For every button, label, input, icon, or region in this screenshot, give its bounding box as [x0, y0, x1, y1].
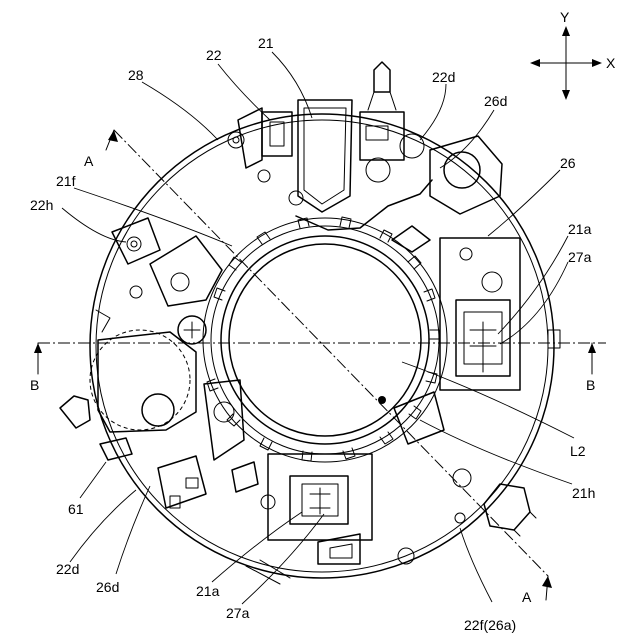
axis-indicator: Y X	[530, 9, 616, 100]
bottom-mechanism	[158, 392, 444, 584]
optical-axis-point	[378, 396, 386, 404]
label-27a-bottom: 27a	[226, 605, 250, 621]
leader-lines	[62, 52, 574, 604]
label-26d-bottom: 26d	[96, 579, 119, 595]
label-22d-bottom: 22d	[56, 561, 79, 577]
label-21f: 21f	[56, 173, 76, 189]
label-61: 61	[68, 501, 84, 517]
section-label-b-right: B	[586, 377, 595, 393]
label-21a-bottom: 21a	[196, 583, 220, 599]
section-label-a-top: A	[84, 153, 94, 169]
label-21h: 21h	[572, 485, 595, 501]
label-21a-right: 21a	[568, 221, 592, 237]
section-label-b-left: B	[30, 377, 39, 393]
label-22d-top: 22d	[432, 69, 455, 85]
label-21-top: 21	[258, 35, 274, 51]
label-27a-right: 27a	[568, 249, 592, 265]
label-22f-26a: 22f(26a)	[464, 617, 516, 633]
top-mechanism	[228, 62, 432, 230]
label-26: 26	[560, 155, 576, 171]
label-26d-top: 26d	[484, 93, 507, 109]
label-28: 28	[128, 67, 144, 83]
section-label-a-bottom: A	[522, 589, 532, 605]
axis-x-label: X	[606, 55, 616, 71]
label-l2: L2	[570, 443, 586, 459]
left-mechanism	[60, 218, 244, 460]
label-22h: 22h	[30, 197, 53, 213]
label-22-top: 22	[206, 47, 222, 63]
axis-y-label: Y	[560, 9, 570, 25]
